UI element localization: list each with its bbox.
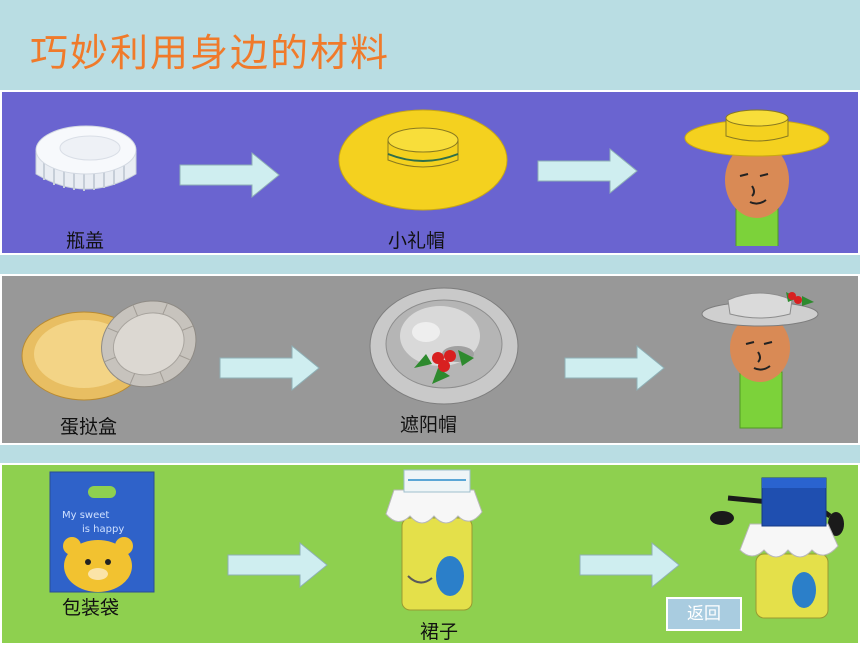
back-button[interactable]: 返回 [666, 597, 742, 631]
packaging-bag-image: My sweet is happy [49, 471, 155, 593]
arrow-icon [219, 344, 320, 392]
egg-doll-with-sun-hat-image [701, 292, 819, 429]
skirt-image [385, 469, 483, 611]
label-tart-box: 蛋挞盒 [60, 416, 118, 438]
svg-text:is happy: is happy [82, 524, 124, 535]
doll-with-skirt-image [710, 477, 844, 619]
label-skirt: 裙子 [420, 621, 459, 643]
svg-text:My sweet: My sweet [62, 510, 109, 521]
arrow-icon [537, 147, 638, 195]
label-packaging-bag: 包装袋 [62, 597, 120, 619]
tart-box-image [21, 300, 197, 401]
arrow-icon [227, 541, 328, 589]
bottle-cap-image [35, 125, 137, 191]
arrow-icon [579, 541, 680, 589]
arrow-icon [564, 344, 665, 392]
label-small-hat: 小礼帽 [388, 230, 446, 252]
label-sun-hat: 遮阳帽 [400, 414, 458, 436]
foil-sun-hat-image [369, 287, 519, 405]
arrow-icon [179, 151, 280, 199]
yellow-hat-image [338, 109, 508, 211]
page-title: 巧妙利用身边的材料 [30, 31, 391, 75]
label-bottle-cap: 瓶盖 [66, 230, 105, 252]
egg-doll-with-hat-image [684, 109, 830, 246]
